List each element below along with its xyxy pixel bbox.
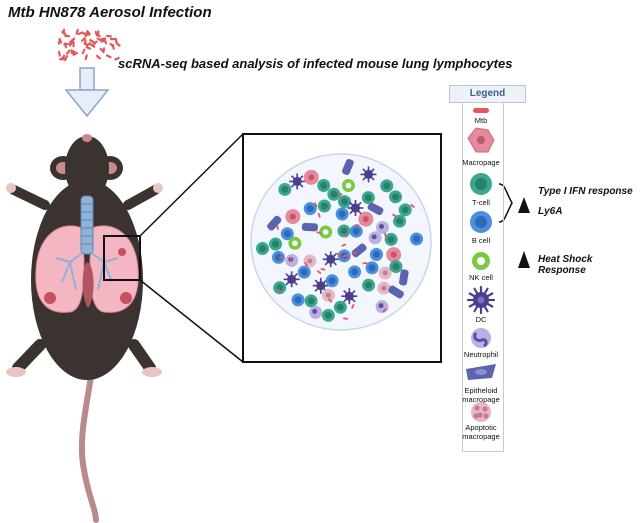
- legend-heading: Legend: [449, 85, 526, 103]
- apoptotic-icon: [471, 402, 491, 422]
- nkcell-icon: [472, 252, 490, 270]
- bcell-icon: [470, 211, 492, 233]
- epitheloid-icon: [466, 364, 496, 380]
- legend-label-epitheloid: Epitheloid macropage: [462, 386, 500, 404]
- legend-icons: [466, 108, 496, 422]
- legend-label-mtb: Mtb: [474, 116, 488, 125]
- legend-label-apoptotic: Apoptotic macropage: [462, 423, 500, 441]
- legend-label-dc: DC: [475, 315, 487, 324]
- legend-panel: [462, 102, 504, 452]
- nk-increase-triangle: [518, 251, 530, 268]
- figure-title: Mtb HN878 Aerosol Infection: [8, 4, 212, 21]
- legend-label-neutrophil: Neutrophil: [463, 350, 499, 359]
- granuloma-cells: [256, 158, 424, 322]
- legend-label-macrophage: Macropage: [462, 158, 500, 167]
- zoom-line-bottom: [139, 279, 244, 363]
- tcell-icon: [470, 173, 492, 195]
- annotation-heat-shock: Heat Shock Response: [538, 254, 593, 276]
- dc-icon: [466, 285, 496, 315]
- figure-subtitle: scRNA-seq based analysis of infected mou…: [118, 56, 513, 71]
- legend-label-nkcell: NK cell: [469, 273, 493, 282]
- down-arrow-icon: [64, 67, 110, 118]
- mtb-aerosol-cluster: [57, 28, 121, 62]
- neutrophil-icon: [471, 328, 491, 348]
- annotation-ly6a: Ly6A: [538, 206, 563, 217]
- mtb-icon: [473, 108, 489, 113]
- zoom-line-top: [139, 133, 244, 237]
- annotation-type-i-ifn: Type I IFN response: [538, 186, 633, 197]
- tcell-increase-triangle: [518, 197, 530, 213]
- legend-label-bcell: B cell: [471, 236, 491, 245]
- legend-label-tcell: T-cell: [472, 198, 490, 207]
- macrophage-icon: [467, 127, 495, 153]
- mouse-illustration: [6, 134, 163, 523]
- zoom-region-box: [103, 235, 141, 281]
